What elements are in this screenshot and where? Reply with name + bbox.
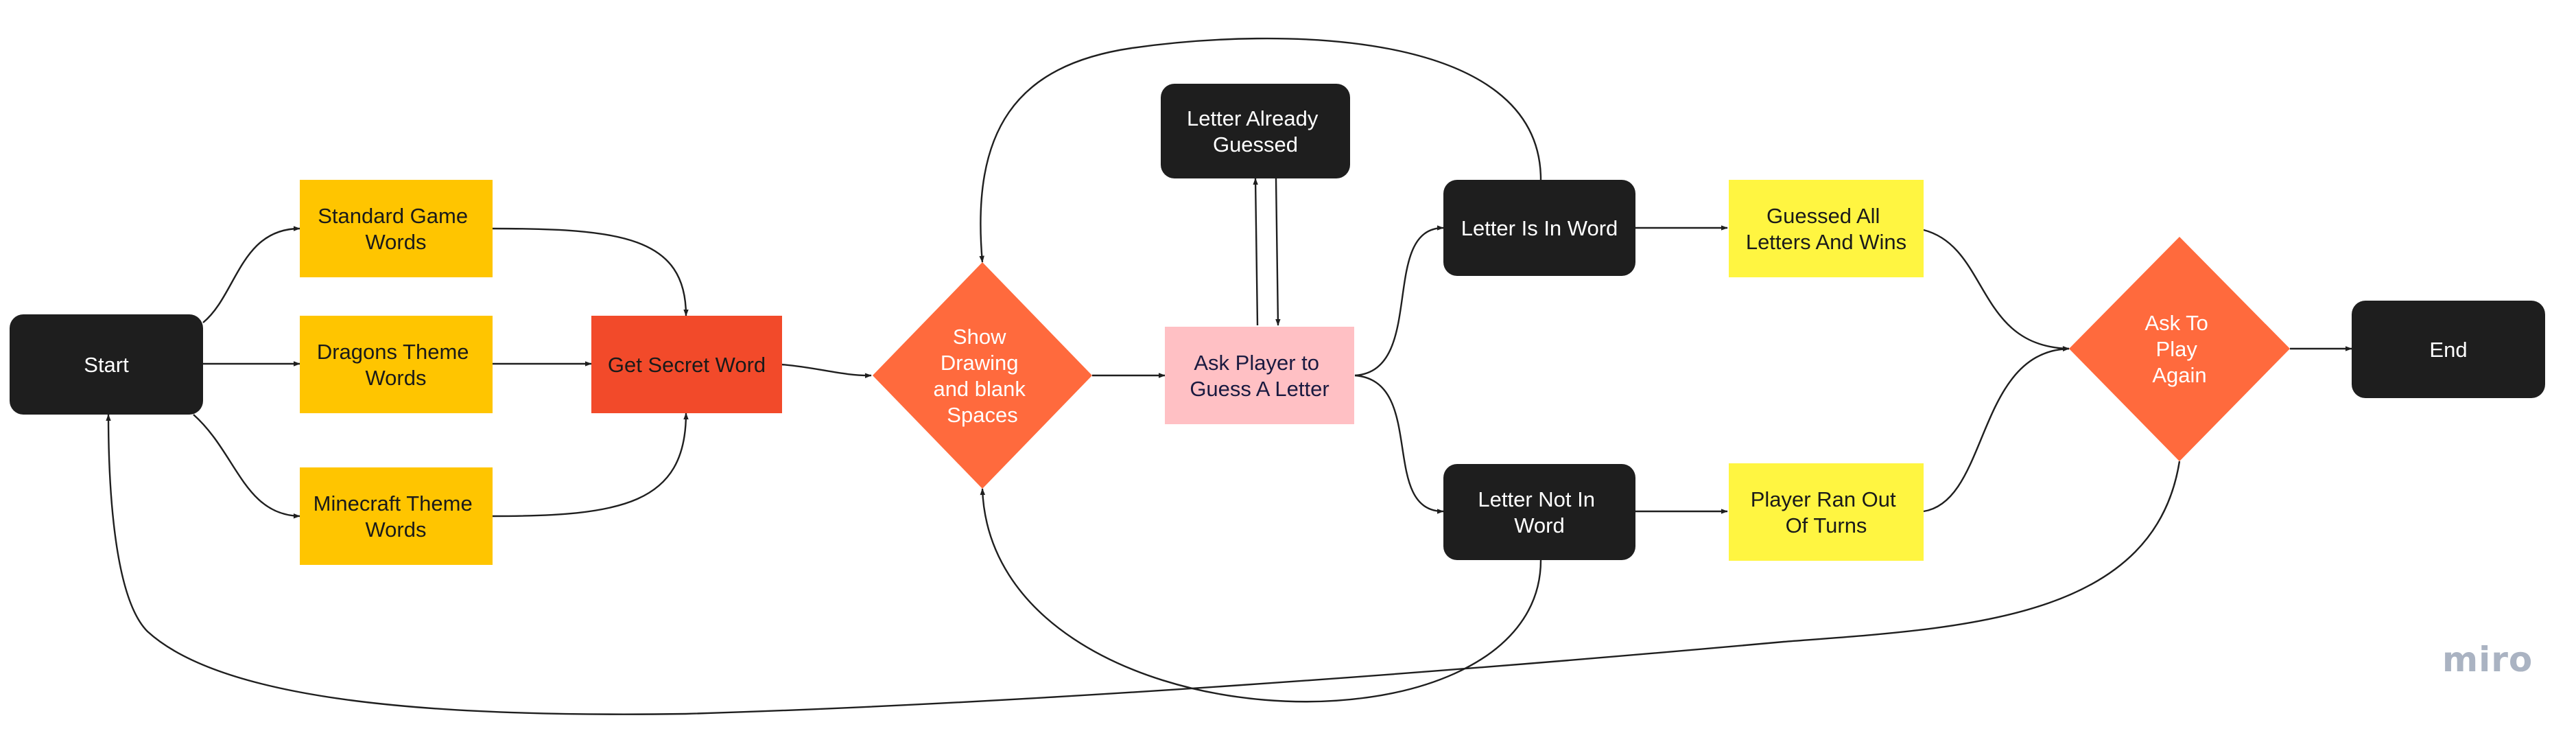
- node-ask-player-guess-label-line-1: Ask Player to: [1194, 351, 1319, 375]
- svg-text:Letter Already Guessed: Letter Already Guessed: [1187, 106, 1324, 156]
- node-start-label: Start: [84, 353, 129, 377]
- node-play-again-label-line-1: Ask To: [2144, 311, 2208, 335]
- svg-text:Player Ran Out Of Turn: Player Ran Out Of Turns: [1751, 487, 1902, 537]
- node-get-secret-word-label: Get Secret Word: [608, 353, 766, 377]
- node-standard-game-words-label-line-1: Standard Game: [318, 204, 468, 228]
- connector-get-secret-word-to-show-drawing[interactable]: [781, 363, 872, 378]
- svg-text:Ask To Play Ag: Ask To Play Again: [2144, 311, 2214, 387]
- node-letter-not-in-word-label-line-2: Word: [1514, 513, 1565, 537]
- svg-text:Minecraft Theme Words: Minecraft Theme Words: [314, 491, 479, 542]
- connectors: [106, 37, 2352, 715]
- svg-text:Dragons Theme Words: Dragons Theme Words: [317, 340, 475, 390]
- miro-watermark-logo: miro: [2442, 640, 2533, 680]
- node-letter-is-in-word-label: Letter Is In Word: [1461, 216, 1618, 240]
- node-letter-already-guessed-label-line-2: Guessed: [1213, 132, 1298, 156]
- node-guessed-all-label-line-1: Guessed All: [1766, 204, 1880, 228]
- node-minecraft-theme-words-label-line-2: Words: [365, 518, 426, 542]
- svg-text:End: End: [2429, 338, 2467, 362]
- node-dragons-theme-words-label-line-1: Dragons Theme: [317, 340, 469, 364]
- connector-start-to-minecraft-words[interactable]: [193, 414, 300, 519]
- svg-text:Guessed All Letters An: Guessed All Letters And Wins: [1746, 204, 1906, 254]
- svg-text:Show Drawing a: Show Drawing and blank Spaces: [933, 325, 1031, 427]
- connector-play-again-to-start[interactable]: [106, 414, 2181, 715]
- node-player-ran-out-label-line-2: Of Turns: [1786, 513, 1867, 537]
- node-ask-player-guess-label-line-2: Guess A Letter: [1190, 377, 1329, 401]
- connector-not-in-word-to-show-drawing[interactable]: [980, 488, 1542, 703]
- node-get-secret-word[interactable]: Get Secret Word: [591, 316, 782, 413]
- node-standard-game-words[interactable]: Standard Game Words: [300, 180, 493, 277]
- svg-text:Start: Start: [84, 353, 129, 377]
- connector-ask-guess-to-already-guessed[interactable]: [1253, 178, 1259, 326]
- connector-minecraft-words-to-get-secret-word[interactable]: [492, 413, 689, 518]
- node-guessed-all-letters[interactable]: Guessed All Letters And Wins: [1729, 180, 1924, 277]
- node-letter-not-in-word[interactable]: Letter Not In Word: [1443, 464, 1635, 560]
- node-player-ran-out[interactable]: Player Ran Out Of Turns: [1729, 463, 1924, 561]
- node-show-drawing-label-line-2: Drawing: [941, 351, 1019, 375]
- node-show-drawing-label-line-4: Spaces: [947, 403, 1017, 427]
- node-guessed-all-label-line-2: Letters And Wins: [1746, 230, 1906, 254]
- node-end[interactable]: End: [2352, 301, 2545, 398]
- flowchart-nodes: Start Standard Game Words Dragons Theme …: [10, 84, 2545, 565]
- node-play-again-diamond[interactable]: Ask To Play Again: [2069, 237, 2290, 461]
- node-play-again-label-line-3: Again: [2152, 363, 2206, 387]
- connector-in-word-to-show-drawing[interactable]: [979, 37, 1542, 263]
- node-letter-is-in-word[interactable]: Letter Is In Word: [1443, 180, 1635, 276]
- node-start[interactable]: Start: [10, 314, 203, 415]
- node-letter-already-guessed-label-line-1: Letter Already: [1187, 106, 1319, 130]
- connector-ran-out-to-play-again[interactable]: [1923, 346, 2070, 513]
- connector-already-guessed-to-ask-guess[interactable]: [1275, 178, 1281, 326]
- node-player-ran-out-label-line-1: Player Ran Out: [1751, 487, 1896, 511]
- node-letter-not-in-word-label-line-1: Letter Not In: [1478, 487, 1595, 511]
- connector-guessed-all-to-play-again[interactable]: [1923, 229, 2070, 351]
- node-dragons-theme-words[interactable]: Dragons Theme Words: [300, 316, 493, 413]
- node-show-drawing-label-line-1: Show: [953, 325, 1006, 349]
- svg-text:Standard Game Words: Standard Game Words: [318, 204, 473, 254]
- svg-text:Get Secret Word: Get Secret Word: [608, 353, 766, 377]
- connector-ask-guess-to-not-in-word[interactable]: [1354, 374, 1444, 514]
- connector-ask-guess-to-in-word[interactable]: [1354, 225, 1444, 377]
- node-end-label: End: [2429, 338, 2467, 362]
- node-minecraft-theme-words[interactable]: Minecraft Theme Words: [300, 467, 493, 565]
- svg-text:Letter Is In Word: Letter Is In Word: [1461, 216, 1618, 240]
- connector-start-to-standard-words[interactable]: [202, 226, 300, 323]
- svg-text:Letter Not In Word: Letter Not In Word: [1478, 487, 1600, 537]
- node-ask-player-guess[interactable]: Ask Player to Guess A Letter: [1165, 327, 1354, 424]
- svg-text:Ask Player to Guess A: Ask Player to Guess A Letter: [1190, 351, 1329, 401]
- node-minecraft-theme-words-label-line-1: Minecraft Theme: [314, 491, 473, 515]
- node-play-again-label-line-2: Play: [2156, 337, 2198, 361]
- node-show-drawing-diamond[interactable]: Show Drawing and blank Spaces: [873, 262, 1092, 489]
- node-dragons-theme-words-label-line-2: Words: [365, 366, 426, 390]
- node-show-drawing-label-line-3: and blank: [933, 377, 1026, 401]
- node-standard-game-words-label-line-2: Words: [365, 230, 426, 254]
- connector-standard-words-to-get-secret-word[interactable]: [492, 227, 689, 316]
- node-letter-already-guessed[interactable]: Letter Already Guessed: [1161, 84, 1350, 178]
